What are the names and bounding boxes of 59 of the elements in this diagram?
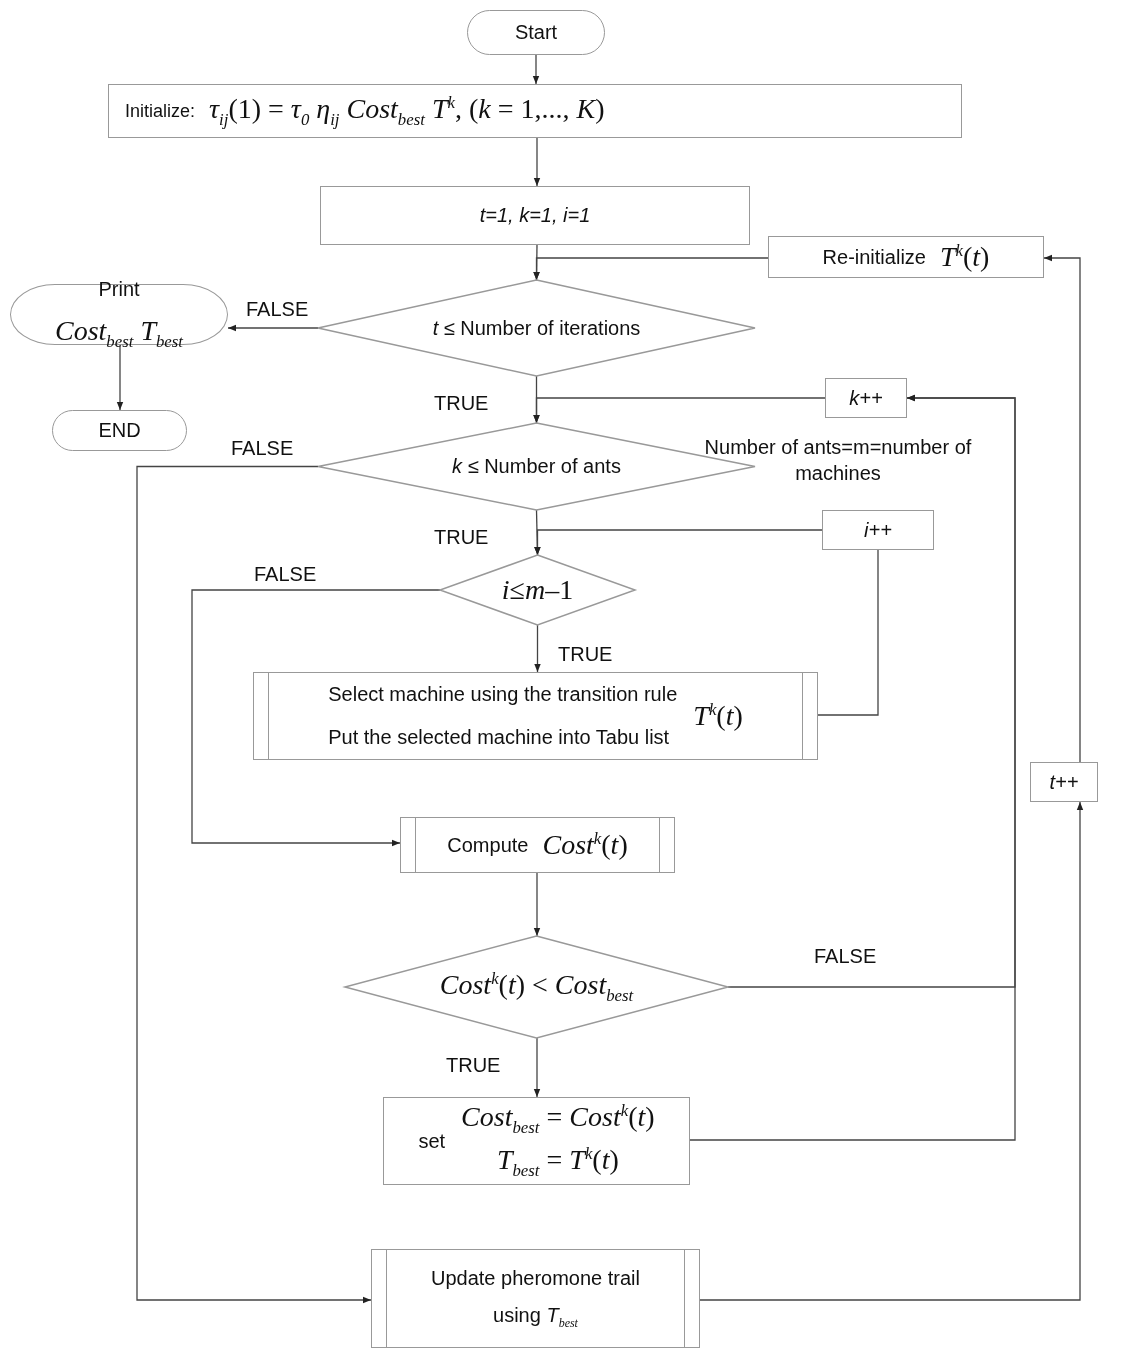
math-expression: Cost$_{best}$ T$_{best}$ [55, 315, 183, 351]
predefined-process-box [400, 817, 675, 873]
process-box [768, 236, 1044, 278]
math-expression: T$_{best}$ = T$^{k}$(t) [496, 1144, 619, 1181]
math-expression: i≤m–1 [501, 573, 574, 607]
arrow [689, 394, 1016, 1141]
arrow [1043, 254, 1081, 763]
node-text: t=1, k=1, i=1 [479, 204, 591, 227]
arrow [533, 257, 769, 281]
terminator-pill [52, 410, 187, 451]
node-text: Print [98, 278, 140, 302]
arrow [534, 529, 823, 556]
node-text: Put the selected machine into Tabu list [328, 726, 670, 749]
math-expression: Cost$^{k}$(t) < Cost$_{best}$ [439, 968, 634, 1006]
predefined-process-box [371, 1249, 700, 1348]
terminator-pill [467, 10, 605, 55]
node-text: Compute [447, 833, 529, 857]
arrow [534, 624, 541, 673]
math-expression: τ$_{ij}$(1) = τ$_{0}$ η$_{ij}$ Cost$_{best}$ T$^{k}$, (k = 1,..., K) [209, 92, 605, 130]
node-text: Initialize: [125, 100, 196, 122]
node-text: Select machine using the transition rule [328, 683, 678, 706]
node-text: using T$_{best}$ [493, 1303, 578, 1331]
node-text: Update pheromone trail [431, 1266, 640, 1290]
node-text: i++ [864, 518, 892, 542]
arrow [533, 244, 540, 281]
node-text: k++ [849, 386, 883, 410]
decision-diamond [440, 555, 635, 625]
process-box [383, 1097, 690, 1185]
node-text: t ≤ Number of iterations [432, 316, 641, 340]
predefined-process-box [253, 672, 818, 760]
node-text: Re-initialize [822, 245, 926, 269]
arrow [136, 465, 372, 1304]
process-box [108, 84, 962, 138]
math-expression: Cost$^{k}$(t) [542, 828, 628, 862]
node-text: END [98, 419, 141, 442]
math-expression: T$^{k}$(t) [939, 240, 990, 274]
arrow [227, 324, 319, 332]
decision-diamond [345, 936, 728, 1038]
node-text: t++ [1049, 770, 1079, 794]
process-box [1030, 762, 1098, 802]
arrow [533, 1037, 541, 1098]
arrow [532, 54, 540, 85]
process-box [825, 378, 907, 418]
arrow [699, 801, 1084, 1301]
arrow [533, 397, 826, 424]
arrow [191, 589, 441, 847]
arrow [116, 344, 124, 411]
connector-line [817, 549, 879, 716]
math-expression: T$^{k}$(t) [693, 699, 743, 733]
node-text: set [418, 1129, 446, 1153]
node-text: k ≤ Number of ants [452, 455, 621, 478]
process-box [320, 186, 750, 245]
note-text: Number of ants=m=number of machines [703, 435, 973, 486]
process-box [822, 510, 934, 550]
decision-diamond [318, 280, 755, 376]
arrow [533, 872, 541, 937]
arrow [533, 137, 541, 187]
math-expression: Cost$_{best}$ = Cost$^{k}$(t) [461, 1101, 655, 1138]
node-text: Start [514, 21, 558, 44]
